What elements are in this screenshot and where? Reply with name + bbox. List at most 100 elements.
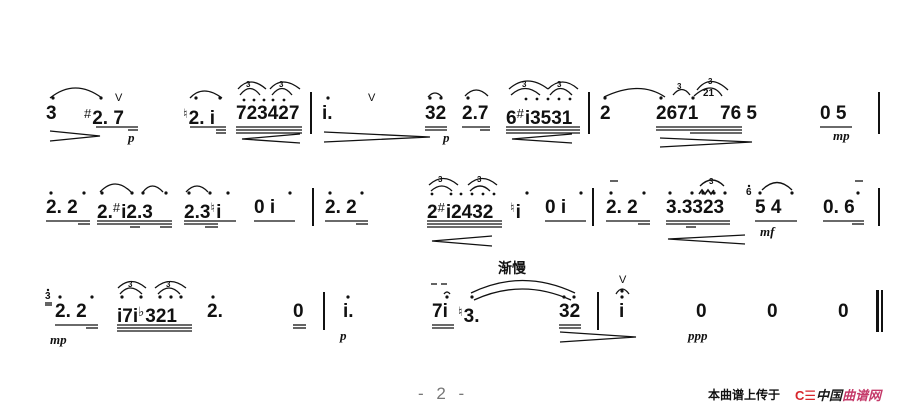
svg-text:3: 3 <box>477 175 482 184</box>
dynamic-mark: mp <box>50 332 67 347</box>
note-group: 32 <box>559 301 581 322</box>
logo-mark-icon: C☰ <box>795 388 817 403</box>
svg-text:3: 3 <box>438 175 443 184</box>
svg-text:3: 3 <box>708 77 713 86</box>
breath-mark: V <box>619 274 627 286</box>
svg-text:3: 3 <box>128 280 133 289</box>
barline <box>588 92 590 134</box>
natural-icon: ♮ <box>183 106 188 121</box>
barline <box>878 92 880 134</box>
note-group: ♮i <box>510 198 521 223</box>
note-group: 2.3♮i <box>184 198 221 223</box>
page-number: - 2 - <box>418 384 469 403</box>
note: 3 <box>46 103 57 124</box>
svg-text:3: 3 <box>279 80 284 89</box>
note-group: 2. 2 <box>55 301 87 322</box>
tempo-marking: 渐慢 <box>498 260 526 276</box>
final-barline-thin <box>881 290 883 332</box>
system-1-markings: 3 3 3 3 3 3 <box>49 77 852 148</box>
sharp-icon: # <box>437 200 445 215</box>
svg-text:3: 3 <box>166 280 171 289</box>
note-group: 76 5 <box>720 103 757 124</box>
note-group: 5 4 <box>755 197 782 218</box>
dynamic-mark: mf <box>760 224 775 239</box>
breath-mark: V <box>115 92 123 104</box>
sharp-icon: # <box>112 200 121 215</box>
dynamic-mark: p <box>340 328 347 343</box>
dynamic-mark: ppp <box>688 328 708 343</box>
rest: 0 <box>838 301 849 322</box>
note: i2432 <box>445 202 494 223</box>
note: i7i <box>117 306 139 327</box>
note: 2. <box>97 202 113 223</box>
note: 6 <box>506 108 517 129</box>
note: i3531 <box>524 108 573 129</box>
dynamic-mark: mp <box>833 128 850 143</box>
note: 2 <box>600 103 611 124</box>
barline <box>310 92 312 134</box>
note-group: 7i <box>432 301 448 322</box>
natural-icon: ♮ <box>210 200 216 215</box>
breath-mark: V <box>368 92 376 104</box>
svg-text:3: 3 <box>246 80 251 89</box>
note: i2.3 <box>121 202 153 223</box>
note-group: 2.#i2.3 <box>97 198 153 223</box>
note-group: 0 i <box>254 197 276 218</box>
note-group: i7i♭321 <box>117 302 177 327</box>
note-group: #2. 7 <box>84 104 124 129</box>
note-group: ♮2. i <box>183 104 215 129</box>
note-group: 2. 2 <box>325 197 357 218</box>
svg-text:3: 3 <box>677 82 682 91</box>
logo-text-scores: 曲谱网 <box>842 388 882 403</box>
note: 2. <box>207 301 223 322</box>
rest: 0 <box>767 301 778 322</box>
final-barline <box>876 290 879 332</box>
note: i <box>515 202 521 223</box>
note: 0 <box>293 301 304 322</box>
grace-note: 21 <box>703 88 715 99</box>
site-logo[interactable]: C☰中国曲谱网 <box>795 385 881 404</box>
note-group: 32 <box>425 103 447 124</box>
natural-icon: ♮ <box>458 304 463 319</box>
barline <box>597 292 599 330</box>
barline <box>878 188 880 226</box>
note: i. <box>322 103 333 124</box>
note: 2 <box>427 202 438 223</box>
note-group: 2671 <box>656 103 699 124</box>
note-group: 3.3323 <box>666 197 725 218</box>
grace-note: 3 <box>45 291 51 302</box>
flat-icon: ♭ <box>138 304 145 319</box>
note-group: 6#i3531 <box>506 104 572 129</box>
rest: 0 <box>696 301 707 322</box>
note-group: ♮3. <box>458 302 480 327</box>
note-group: 2. 2 <box>606 197 638 218</box>
sharp-icon: # <box>84 106 92 121</box>
note: 3. <box>463 306 480 327</box>
dynamic-mark: p <box>443 130 450 145</box>
barline <box>323 292 325 330</box>
logo-text-china: 中国 <box>816 388 843 403</box>
note: i <box>619 301 625 322</box>
note: 321 <box>145 306 177 327</box>
note-group: 2.7 <box>462 103 489 124</box>
note-group: 2. 2 <box>46 197 78 218</box>
note: 2. i <box>188 108 216 129</box>
note-group: 723427 <box>236 103 300 124</box>
svg-text:3: 3 <box>709 177 714 186</box>
system-2-markings: 3 3 3 <box>46 175 864 247</box>
note-group: 0 5 <box>820 103 847 124</box>
note-group: 0 i <box>545 197 567 218</box>
svg-text:3: 3 <box>522 80 527 89</box>
natural-icon: ♮ <box>510 200 515 215</box>
barline <box>592 188 594 226</box>
sharp-icon: # <box>516 106 524 121</box>
note: i <box>216 202 222 223</box>
note: 2. 7 <box>92 108 124 129</box>
note: i. <box>343 301 354 322</box>
grace-note: 6 <box>746 187 752 198</box>
note: 2.3 <box>184 202 211 223</box>
dynamic-mark: p <box>128 130 135 145</box>
note-group: 0. 6 <box>823 197 855 218</box>
barline <box>312 188 314 226</box>
